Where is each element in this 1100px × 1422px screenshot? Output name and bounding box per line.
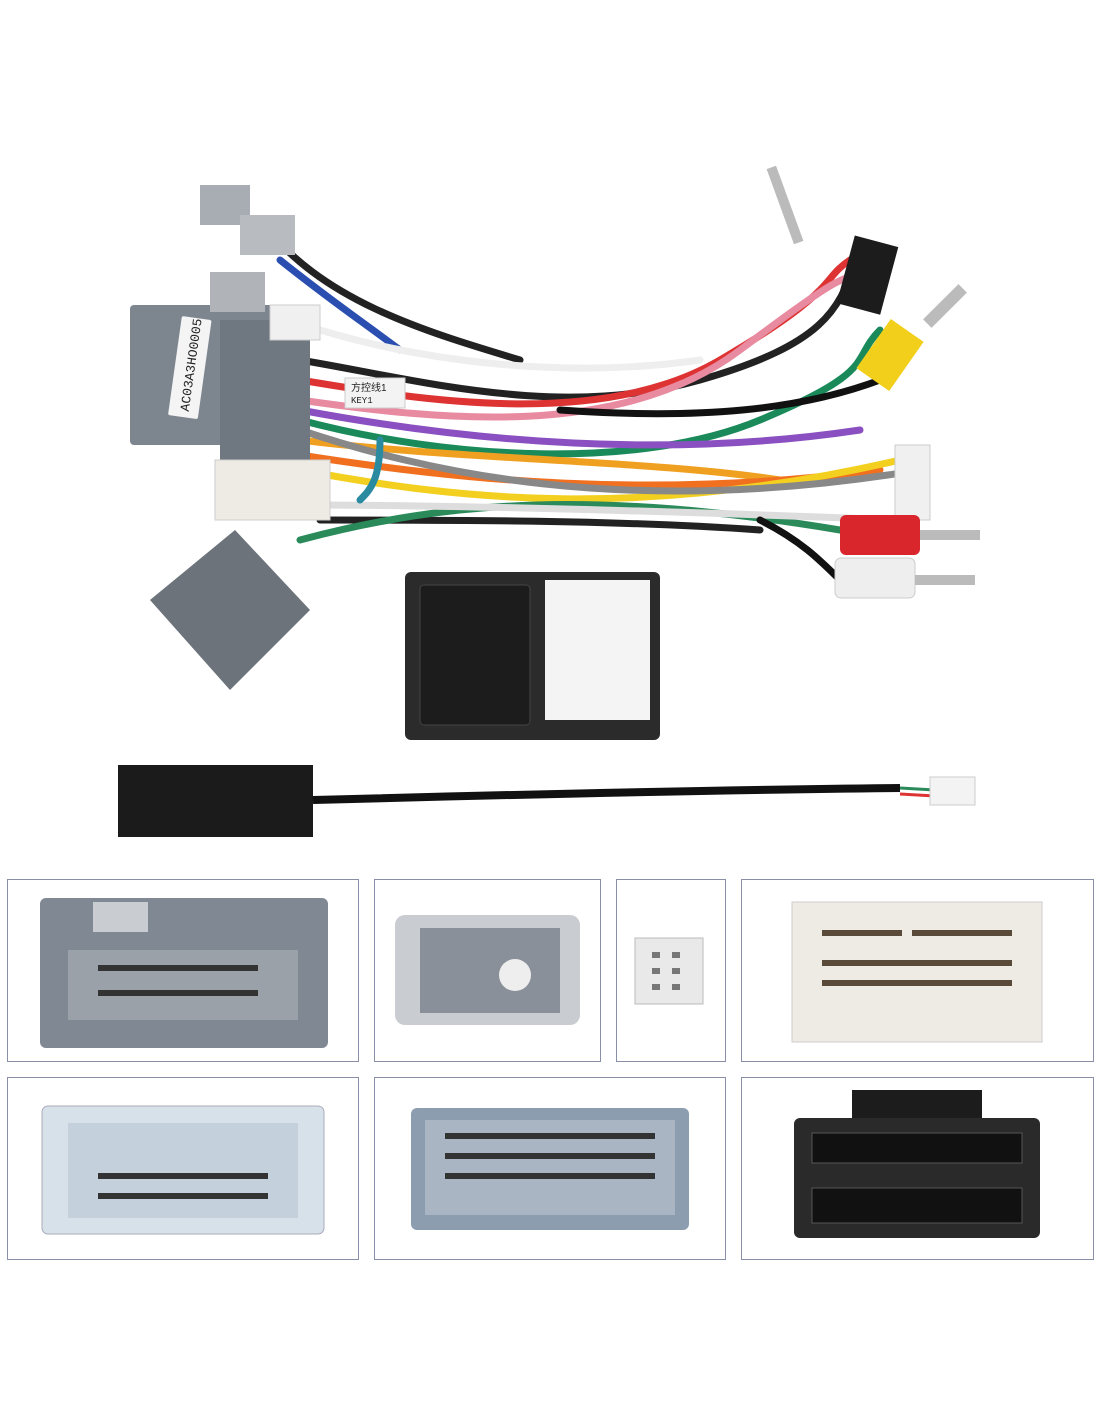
grey-square-connector [150,530,310,690]
small-grey-plugs [200,185,321,341]
grey-small-connector-face [395,915,580,1025]
antenna-plug [766,165,899,315]
detail-panel-light-blue [7,1077,359,1260]
wire-tag: 方控线1 KEY1 [344,377,406,409]
white-large-connector-face [791,901,1043,1043]
detail-panel-white-large [741,879,1094,1062]
grey-main-connector: AC03A3HO0005 [130,305,310,470]
detail-panel-blue-grey [374,1077,726,1260]
key-adapter-cable [118,765,976,837]
wire-bundle [256,216,924,584]
light-blue-connector-face [41,1105,325,1235]
rca-red-white [834,515,980,599]
black-16pin-connector-face [794,1090,1040,1238]
white-mini-plug-face [634,937,704,1005]
white-connector [214,459,331,521]
detail-panel-grey-small [374,879,601,1062]
detail-panel-grey-main [7,879,359,1062]
detail-panel-black-16pin [741,1077,1094,1260]
blue-grey-connector-face [411,1108,689,1230]
canbus-box [405,572,660,740]
svg-text:方控线1: 方控线1 [351,381,387,394]
svg-text:KEY1: KEY1 [351,396,373,406]
detail-panel-white-mini [616,879,726,1062]
wiring-harness-photo: AC03A3HO0005 方控线1 KEY1 [118,165,980,837]
grey-main-connector-face [40,898,328,1048]
white-multi-plug [894,444,931,521]
rca-yellow [856,284,967,392]
